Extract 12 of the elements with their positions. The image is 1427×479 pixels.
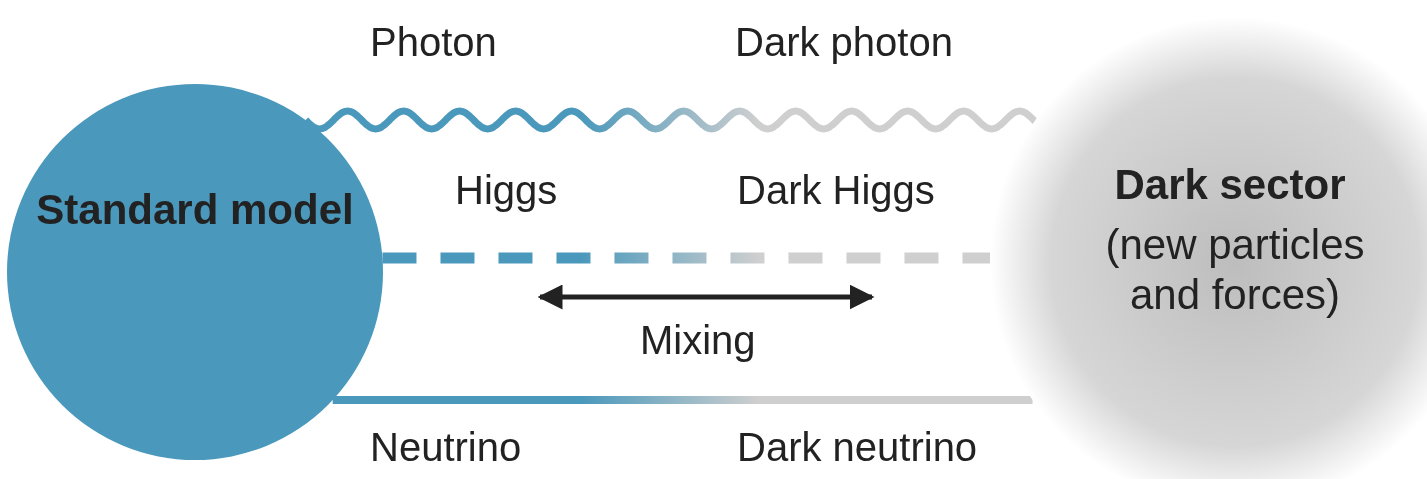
node-title: Standard model bbox=[35, 185, 355, 235]
line-label: Dark photon bbox=[735, 20, 953, 65]
line-label: Dark neutrino bbox=[737, 425, 978, 470]
line-label: Mixing bbox=[640, 318, 756, 363]
line-label: Higgs bbox=[455, 168, 558, 213]
line-label: Dark Higgs bbox=[737, 168, 935, 213]
line-label: Neutrino bbox=[370, 425, 522, 470]
node-title: Dark sector bbox=[1113, 160, 1347, 210]
line bbox=[332, 396, 1033, 404]
line-label: Photon bbox=[370, 20, 497, 65]
dashed-line bbox=[382, 252, 991, 264]
node-subtitle: (new particles and forces) bbox=[1104, 220, 1366, 321]
